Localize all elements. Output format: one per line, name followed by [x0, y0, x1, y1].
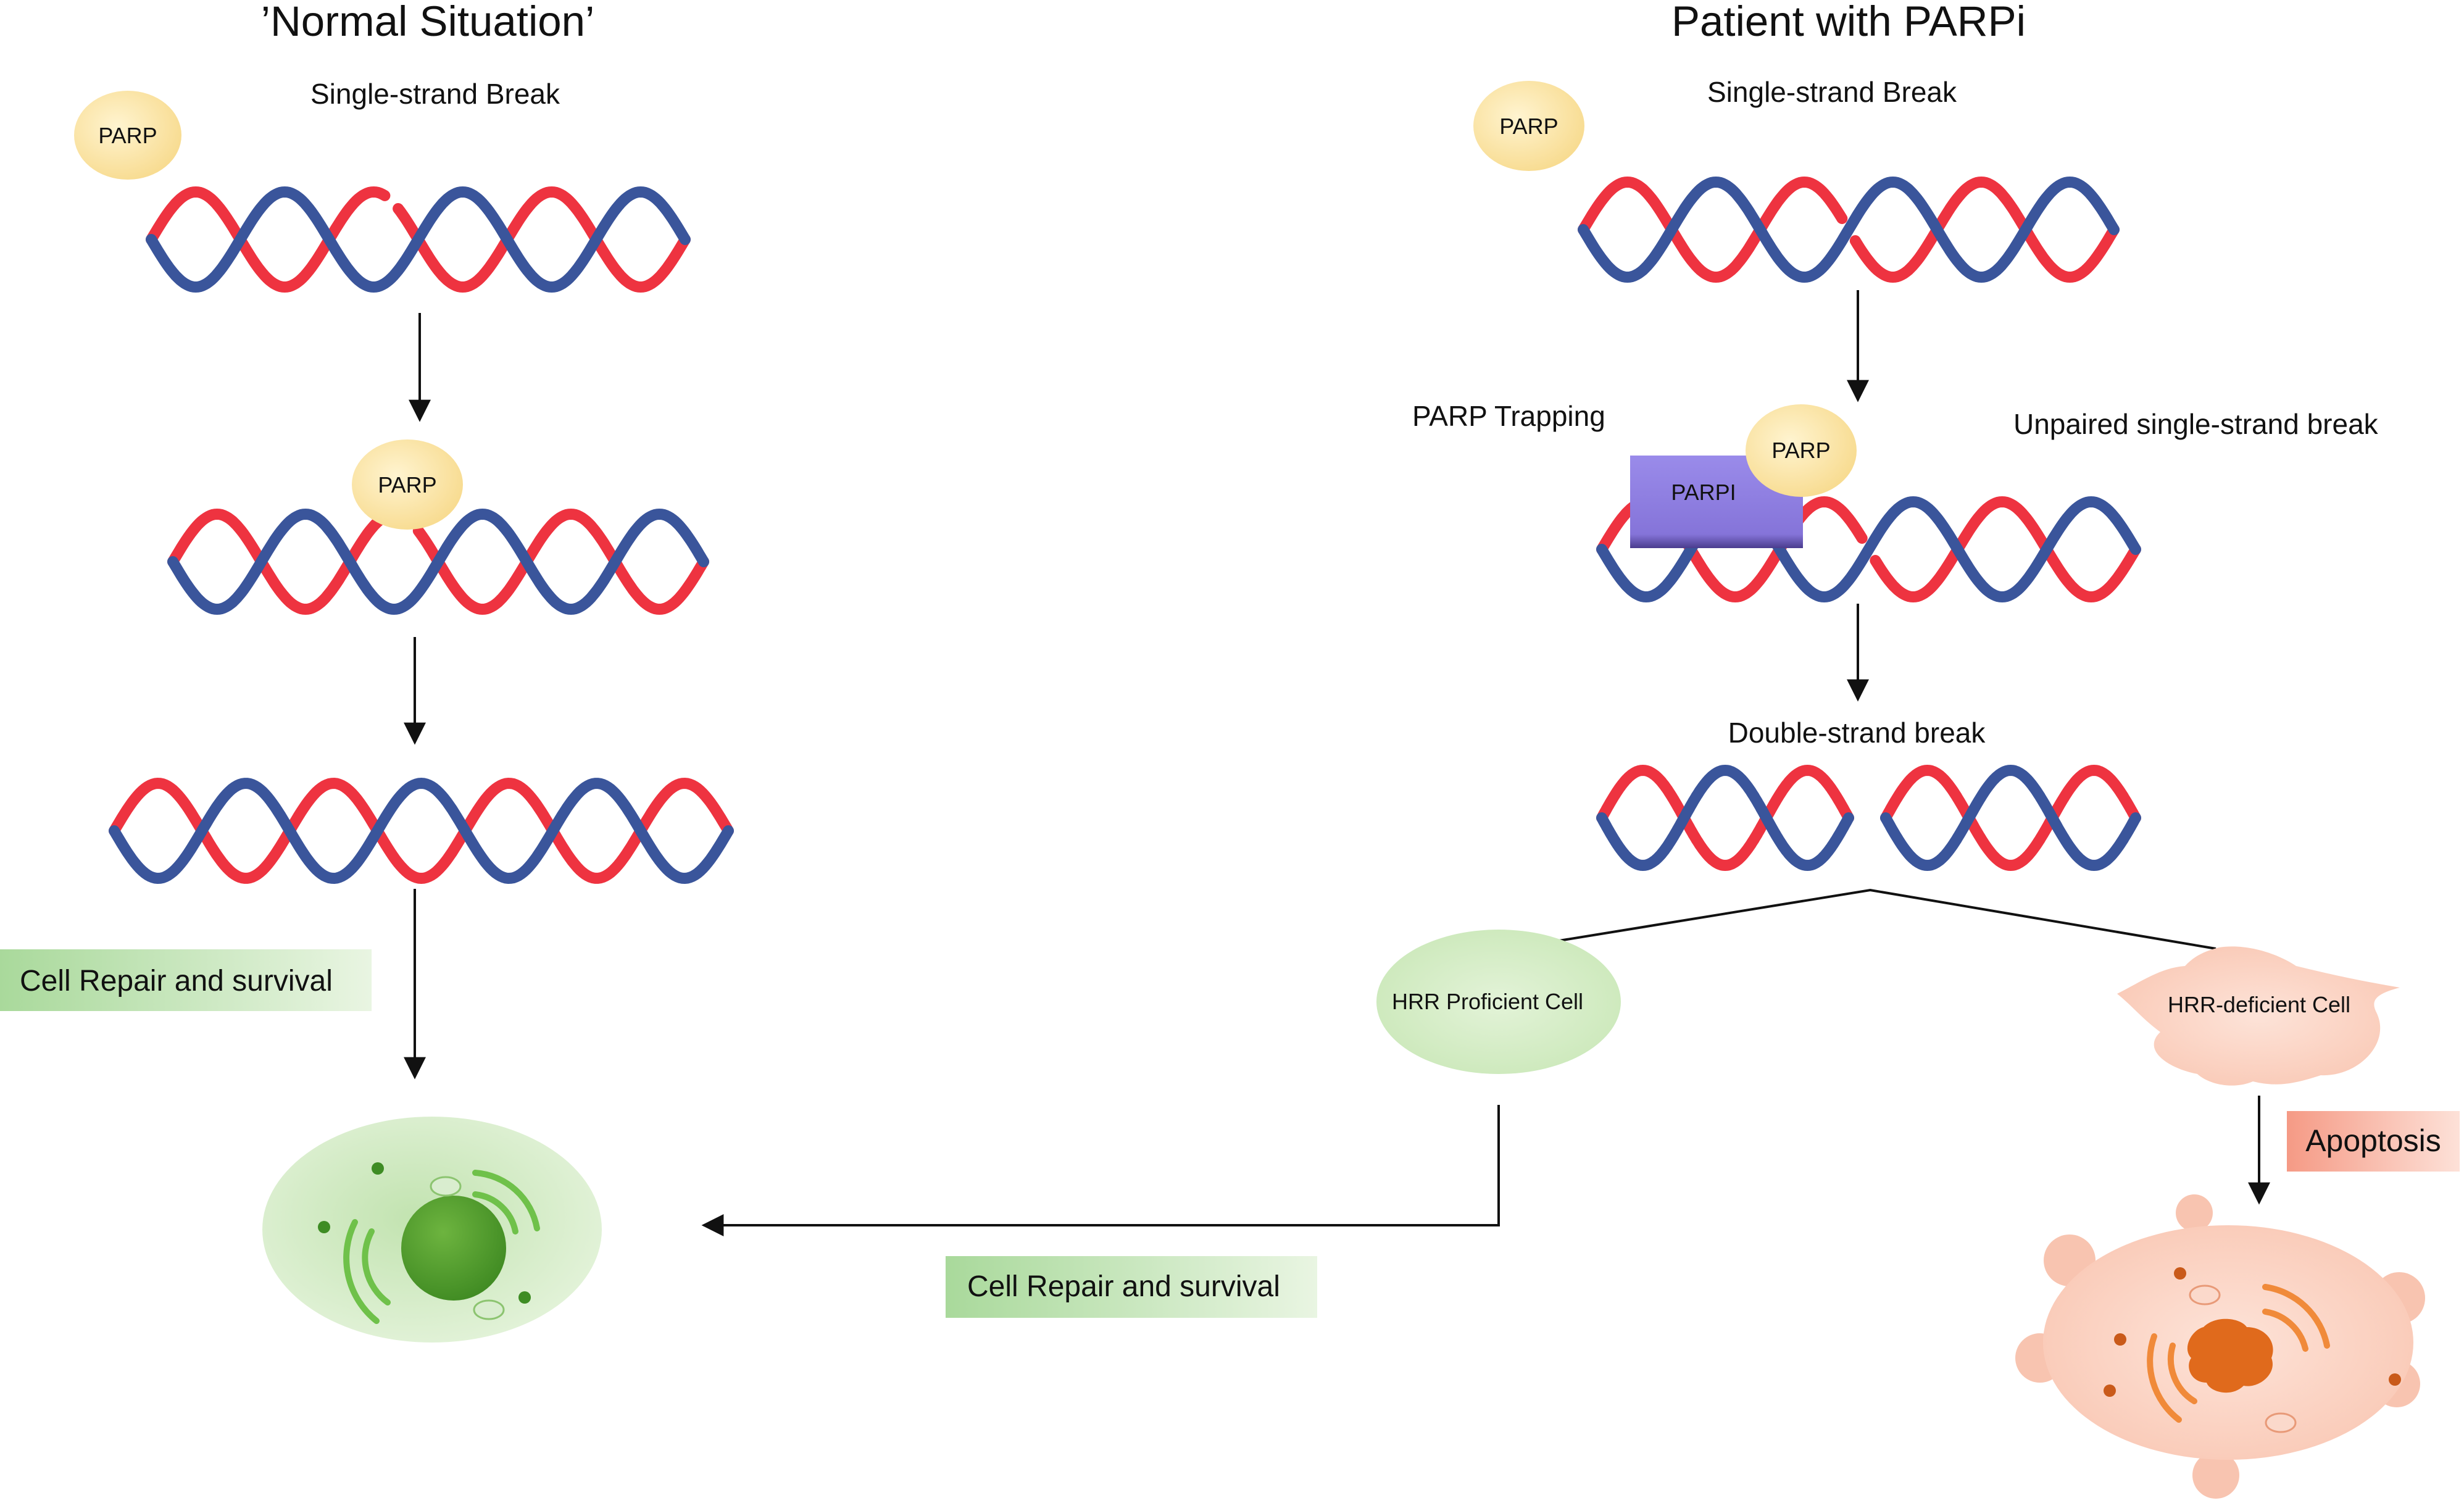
dna-strand-blue	[1596, 764, 1854, 872]
parpi-inhibitor: PARPI	[1630, 456, 1803, 548]
dna-helix-broken	[146, 186, 691, 293]
dna-strand-blue	[1596, 496, 2141, 603]
parpi-single-strand-break-label: Single-strand Break	[1707, 76, 1957, 108]
hrr-deficient-label: HRR-deficient Cell	[2168, 992, 2350, 1017]
nucleus	[401, 1196, 506, 1301]
parpi-title: Patient with PARPi	[1671, 0, 2026, 45]
dna-strand-blue	[167, 508, 709, 615]
branch-line	[1555, 888, 2216, 950]
normal-single-strand-break-label: Single-strand Break	[310, 78, 560, 110]
dna-strand-red	[1578, 176, 2120, 283]
dna-strand-blue	[1578, 176, 2120, 283]
dna-strand-red	[167, 508, 709, 615]
parp-label: PARP	[98, 123, 157, 148]
cell-repair-box: Cell Repair and survival	[0, 949, 372, 1011]
parp-label: PARP	[1771, 438, 1830, 463]
nucleus	[2187, 1318, 2273, 1393]
parp-protein: PARP	[74, 91, 181, 180]
dna-strand-blue	[1880, 764, 2141, 872]
parpi-label: PARPI	[1671, 480, 1736, 505]
apoptosis-label: Apoptosis	[2305, 1123, 2441, 1158]
hrr-proficient-label: HRR Proficient Cell	[1392, 989, 1583, 1014]
normal-title: ’Normal Situation’	[261, 0, 595, 45]
dna-strand-red	[109, 777, 734, 885]
hrr-proficient-cell: HRR Proficient Cell	[1376, 930, 1621, 1074]
dna-fragment-right	[1880, 764, 2141, 872]
double-strand-break-label: Double-strand break	[1728, 717, 1986, 749]
parp-label: PARP	[378, 472, 436, 498]
parp-trapping-label: PARP Trapping	[1412, 400, 1605, 432]
hrr-deficient-cell: HRR-deficient Cell	[2117, 946, 2400, 1086]
cell-repair-label: Cell Repair and survival	[967, 1270, 1280, 1303]
dna-helix-broken	[1578, 176, 2120, 283]
parp-protein: PARP	[1473, 81, 1584, 171]
healthy-cell	[262, 1117, 602, 1343]
dna-helix-repaired	[109, 777, 734, 885]
dna-strand-blue	[146, 186, 691, 293]
cell-repair-label: Cell Repair and survival	[20, 965, 333, 997]
dna-fragment-left	[1596, 764, 1854, 872]
apoptotic-cell	[2015, 1194, 2425, 1499]
parp-label: PARP	[1499, 114, 1558, 139]
dna-strand-red	[146, 186, 691, 293]
unpaired-break-label: Unpaired single-strand break	[2013, 408, 2379, 440]
parp-protein: PARP	[352, 439, 463, 530]
dna-helix-with-parp	[167, 508, 709, 615]
cell-repair-box: Cell Repair and survival	[946, 1256, 1317, 1318]
arrow-to-healthy-cell	[701, 1105, 1500, 1236]
apoptosis-box: Apoptosis	[2287, 1111, 2460, 1172]
parp-protein: PARP	[1746, 404, 1857, 497]
dna-strand-red	[1596, 764, 1854, 872]
dna-strand-red	[1880, 764, 2141, 872]
dna-strand-blue	[109, 777, 734, 885]
